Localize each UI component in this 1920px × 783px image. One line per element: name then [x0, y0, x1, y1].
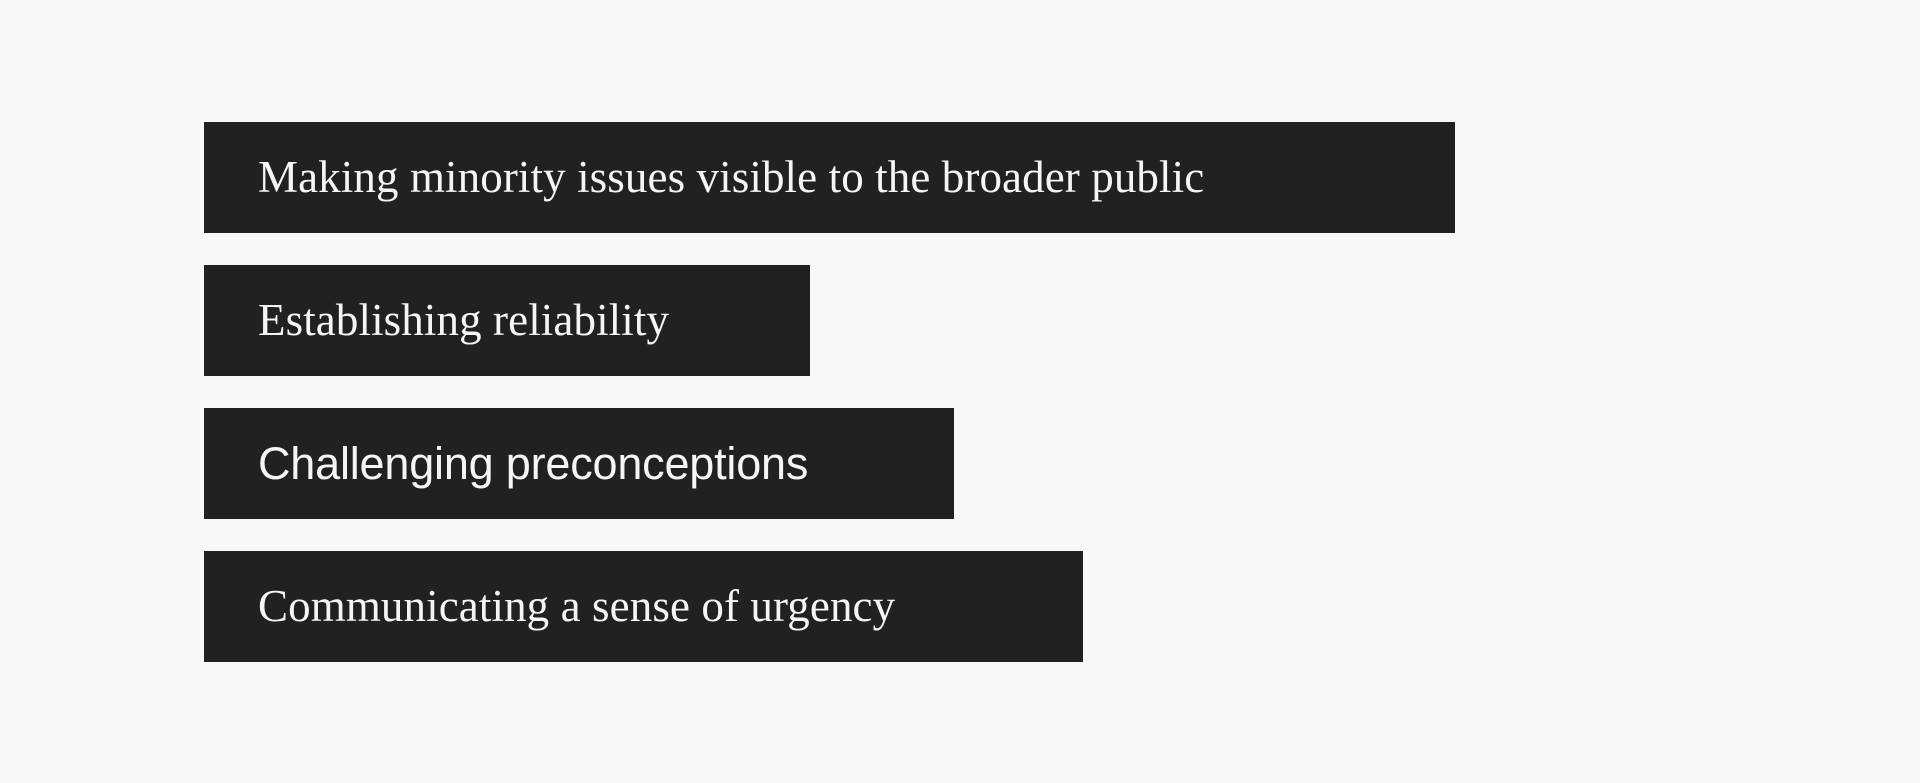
highlight-bar[interactable]: Establishing reliability	[204, 265, 810, 376]
highlight-bar-label: Establishing reliability	[258, 295, 670, 345]
highlight-bar-label: Challenging preconceptions	[258, 438, 809, 489]
highlight-bar[interactable]: Challenging preconceptions	[204, 408, 954, 519]
highlight-bar-label: Making minority issues visible to the br…	[258, 152, 1205, 202]
highlight-bar-label: Communicating a sense of urgency	[258, 581, 896, 631]
highlight-bar[interactable]: Communicating a sense of urgency	[204, 551, 1083, 662]
highlight-bar[interactable]: Making minority issues visible to the br…	[204, 122, 1455, 233]
highlight-bar-list: Making minority issues visible to the br…	[204, 122, 1455, 662]
